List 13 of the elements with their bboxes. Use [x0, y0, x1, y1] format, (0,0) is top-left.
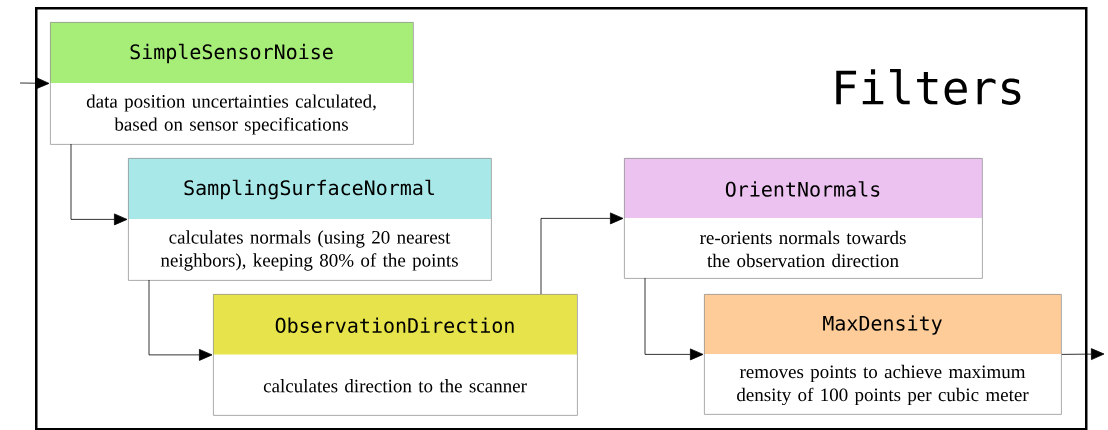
filter-box: MaxDensity removes points to achieve maximum density of 100 points per cubic meter	[704, 294, 1062, 415]
arrow	[70, 143, 128, 226]
arrow	[644, 277, 704, 361]
arrow	[1061, 348, 1105, 360]
filter-box: SamplingSurfaceNormal calculates normals (using 20 nearest neighbors), keeping 80% of the points	[128, 158, 492, 281]
panel-title: Filters	[836, 69, 1021, 105]
filter-box: ObservationDirection calculates direction to the scanner	[213, 294, 578, 416]
frame	[35, 7, 1088, 430]
filter-box: SimpleSensorNoise data position uncertainties calculated, based on sensor specifications	[50, 22, 414, 145]
filter-box: OrientNormals re-orients normals towards the observation direction	[624, 158, 983, 279]
arrow	[148, 279, 213, 361]
arrow	[19, 77, 50, 90]
arrow	[540, 212, 624, 295]
